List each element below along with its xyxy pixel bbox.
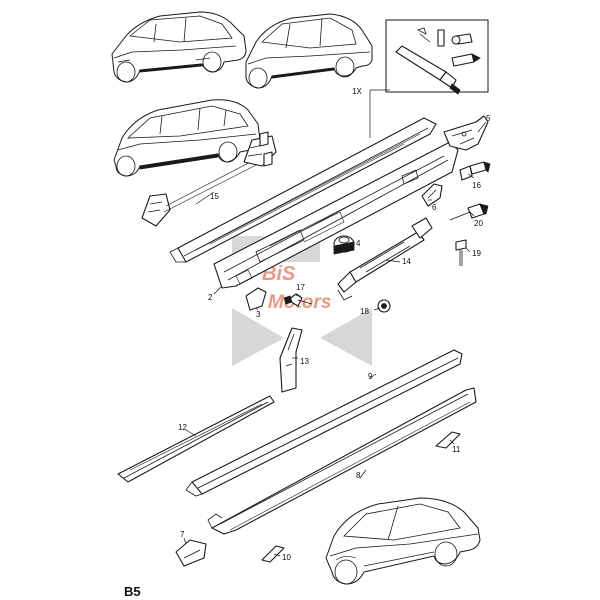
callout-2: 2 [208,293,213,302]
part-13-trim-piece [279,327,303,393]
part-17-screw [283,293,313,307]
callout-11: 11 [452,445,461,454]
callout-1x: 1X [352,87,362,96]
callout-14: 14 [402,257,411,266]
part-1x-sill-panel [169,117,437,263]
car-hatchback-illustration [245,13,373,89]
car-wagon-illustration [113,99,261,177]
page-code: B5 [124,584,141,599]
part-7-end-cap [175,539,207,567]
watermark-shape [320,308,372,366]
part-5-bracket [443,115,489,151]
callout-3: 3 [256,310,261,319]
part-18-nut [377,299,391,313]
car-coupe-illustration [325,497,481,585]
part-16-push-clip [459,161,491,181]
callout-15: 15 [210,192,219,201]
callout-16: 16 [472,181,481,190]
part-9-outer-sill [185,349,463,497]
watermark-shape [232,308,284,366]
callout-7: 7 [180,530,185,539]
callout-9: 9 [368,372,373,381]
car-sedan-illustration [111,11,247,83]
callout-4: 4 [356,239,361,248]
inset-adhesive-kit [370,19,489,95]
part-15-bracket-strip [141,131,277,227]
part-20-pin [449,203,489,221]
part-10-pad [261,545,285,563]
part-8-lower-sill [207,387,477,535]
part-6-clip [421,183,443,207]
callout-18: 18 [360,307,369,316]
callout-5: 5 [486,114,491,123]
callout-10: 10 [282,553,291,562]
callout-17: 17 [296,283,305,292]
part-19-stud [455,239,467,266]
callout-20: 20 [474,219,483,228]
callout-19: 19 [472,249,481,258]
callout-8: 8 [356,471,361,480]
part-12-rocker-strip [117,395,275,483]
part-3-pad [245,287,267,311]
watermark-line1: BiS [262,263,296,285]
callout-12: 12 [178,423,187,432]
part-11-clip [435,431,461,449]
part-14-bracket-strip [337,217,433,301]
callout-labels: 1X 5 16 6 20 4 15 14 19 2 17 3 18 13 9 1… [178,87,491,562]
callout-13: 13 [300,357,309,366]
leader-lines [183,90,487,557]
callout-6: 6 [432,203,437,212]
part-4-grommet [333,235,355,255]
